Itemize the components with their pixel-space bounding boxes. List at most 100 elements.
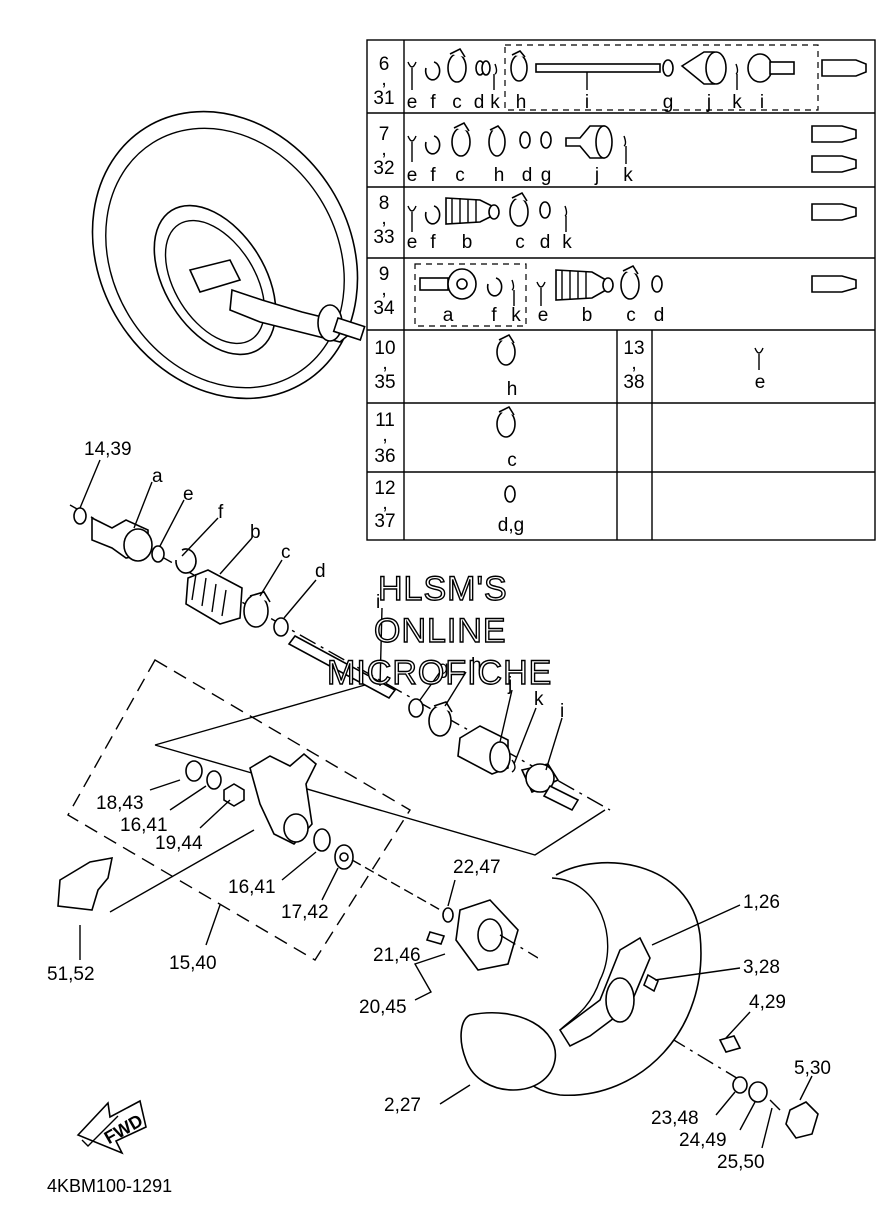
row-ref-sep: , bbox=[381, 69, 386, 90]
row-ref-7: 7 bbox=[379, 124, 390, 145]
callout-16-41: 16,41 bbox=[120, 815, 168, 836]
row-ref-38: 38 bbox=[623, 372, 644, 393]
row-7-parts: e f c h d g j k bbox=[407, 121, 857, 186]
letter-i: i bbox=[760, 92, 764, 113]
watermark-line-1: HLSM'S bbox=[378, 570, 508, 608]
callout-i: i bbox=[376, 592, 380, 613]
knuckle-group bbox=[57, 659, 445, 961]
callout-j: j bbox=[507, 674, 512, 695]
watermark: HLSM'S ONLINE MICROFICHE bbox=[326, 569, 552, 692]
callout-18-43: 18,43 bbox=[96, 793, 144, 814]
letter-e: e bbox=[538, 305, 549, 326]
letter-a: a bbox=[443, 305, 454, 326]
callout-51-52: 51,52 bbox=[47, 964, 95, 985]
letter-f: f bbox=[491, 305, 497, 326]
letter-j: j bbox=[706, 92, 711, 113]
row-ref-32: 32 bbox=[373, 158, 394, 179]
row-ref-sep: , bbox=[382, 425, 387, 446]
callout-24-49: 24,49 bbox=[679, 1130, 727, 1151]
letter-d: d bbox=[654, 305, 665, 326]
row-ref-6: 6 bbox=[379, 54, 390, 75]
callout-21-46: 21,46 bbox=[373, 945, 421, 966]
row-ref-12: 12 bbox=[374, 478, 395, 499]
row-ref-8: 8 bbox=[379, 193, 390, 214]
callout-23-48: 23,48 bbox=[651, 1108, 699, 1129]
row-ref-31: 31 bbox=[373, 88, 394, 109]
callout-5-30: 5,30 bbox=[794, 1058, 831, 1079]
callout-1-26: 1,26 bbox=[743, 892, 780, 913]
letter-k: k bbox=[732, 92, 742, 113]
letter-g: g bbox=[663, 92, 674, 113]
callout-25-50: 25,50 bbox=[717, 1152, 765, 1173]
row-ref-13: 13 bbox=[623, 338, 644, 359]
callout-2-27: 2,27 bbox=[384, 1095, 421, 1116]
letter-f: f bbox=[430, 232, 436, 253]
row-ref-sep: , bbox=[382, 493, 387, 514]
letter-e: e bbox=[407, 165, 418, 186]
letter-e: e bbox=[407, 232, 418, 253]
letter-h: h bbox=[494, 165, 505, 186]
row-6-parts: e f c d k h i g j k i bbox=[407, 47, 867, 113]
exploded-driveshaft bbox=[69, 459, 611, 856]
callout-f: f bbox=[218, 502, 224, 523]
row-ref-34: 34 bbox=[373, 298, 395, 319]
letter-g: g bbox=[541, 165, 552, 186]
row-8-parts: e f b c d k bbox=[407, 191, 857, 253]
callout-i: i bbox=[560, 701, 564, 722]
callout-h: h bbox=[471, 655, 482, 676]
row-ref-sep: , bbox=[381, 139, 386, 160]
letter-d: d bbox=[474, 92, 485, 113]
callout-d: d bbox=[315, 561, 326, 582]
hub-and-wheel bbox=[413, 861, 819, 1149]
letter-e: e bbox=[407, 92, 418, 113]
watermark-line-2: ONLINE bbox=[374, 612, 507, 650]
letter-c: c bbox=[507, 450, 517, 471]
letter-d: d bbox=[522, 165, 533, 186]
letter-c: c bbox=[626, 305, 636, 326]
callout-k: k bbox=[534, 689, 544, 710]
callout-16-41b: 16,41 bbox=[228, 877, 276, 898]
letter-j: j bbox=[594, 165, 599, 186]
row-ref-sep: , bbox=[381, 208, 386, 229]
letter-k: k bbox=[511, 305, 521, 326]
row-ref-10: 10 bbox=[374, 338, 395, 359]
row-9-parts: a f k e b c d bbox=[419, 264, 857, 326]
callout-4-29: 4,29 bbox=[749, 992, 786, 1013]
letter-f: f bbox=[430, 92, 436, 113]
row-ref-sep: , bbox=[631, 353, 636, 374]
small-cells-parts: h c d,g e bbox=[496, 333, 766, 536]
letter-c: c bbox=[455, 165, 465, 186]
letter-f: f bbox=[430, 165, 436, 186]
parts-table: 6 , 31 7 , 32 8 , 33 9 , 34 10 , 35 11 ,… bbox=[366, 39, 876, 541]
callout-3-28: 3,28 bbox=[743, 957, 780, 978]
letter-b: b bbox=[582, 305, 593, 326]
callout-20-45: 20,45 bbox=[359, 997, 407, 1018]
letter-k: k bbox=[562, 232, 572, 253]
callout-e: e bbox=[183, 484, 194, 505]
fwd-arrow-icon: FWD bbox=[76, 1099, 147, 1155]
letter-i: i bbox=[585, 92, 589, 113]
callout-14-39: 14,39 bbox=[84, 439, 132, 460]
row-ref-11: 11 bbox=[375, 410, 395, 431]
row-ref-9: 9 bbox=[379, 264, 390, 285]
callout-17-42: 17,42 bbox=[281, 902, 329, 923]
letter-b: b bbox=[462, 232, 473, 253]
diagram-code: 4KBM100-1291 bbox=[47, 1176, 172, 1196]
callout-g: g bbox=[438, 658, 449, 679]
letter-h: h bbox=[516, 92, 527, 113]
letter-h: h bbox=[507, 379, 518, 400]
row-ref-sep: , bbox=[382, 353, 387, 374]
callout-b: b bbox=[250, 522, 261, 543]
letter-e: e bbox=[755, 372, 766, 393]
letter-k: k bbox=[490, 92, 500, 113]
callout-15-40: 15,40 bbox=[169, 953, 217, 974]
row-ref-35: 35 bbox=[374, 372, 395, 393]
row-ref-sep: , bbox=[381, 279, 386, 300]
watermark-line-3: MICROFICHE bbox=[327, 654, 552, 692]
callout-c: c bbox=[281, 542, 291, 563]
row-ref-37: 37 bbox=[374, 511, 395, 532]
row-ref-36: 36 bbox=[374, 446, 395, 467]
callout-a: a bbox=[152, 466, 163, 487]
letter-d: d bbox=[540, 232, 551, 253]
